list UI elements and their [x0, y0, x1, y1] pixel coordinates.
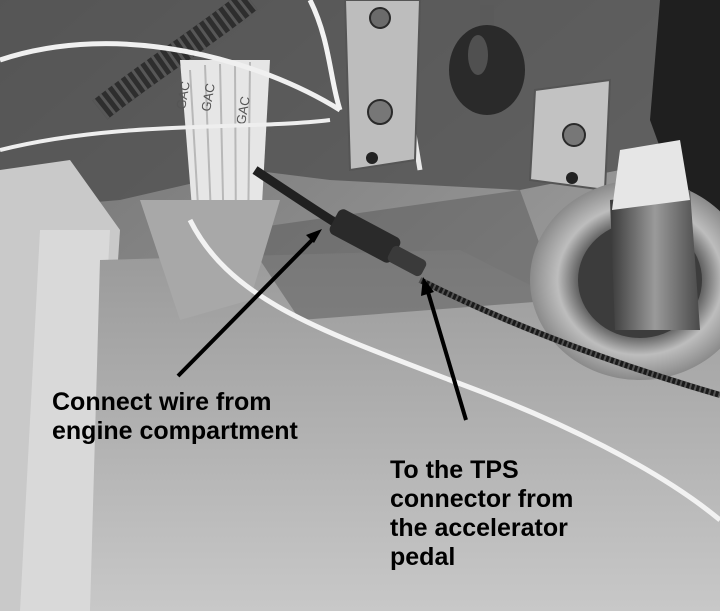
bundle-base: [140, 200, 280, 320]
arrow-engine-wire: [176, 229, 322, 378]
connector-boot: [387, 245, 427, 277]
sleeve-print-1: GAC: [173, 80, 193, 110]
rubber-mount: [449, 25, 525, 115]
callout-tps-line-3: the accelerator: [390, 514, 568, 542]
sleeve-print-3: GAC: [233, 95, 253, 125]
column-shaft-top: [612, 140, 690, 210]
thin-wire-3: [307, 0, 343, 111]
sleeve-print-2: GAC: [198, 82, 218, 112]
bolt-2: [367, 99, 393, 125]
callout-engine-wire-line-2: engine compartment: [52, 417, 298, 445]
bracket-left: [343, 0, 422, 172]
column-shaft: [610, 190, 700, 330]
callout-engine-wire: Connect wire from engine compartment: [52, 388, 382, 446]
steering-column: [650, 0, 720, 240]
sleeve-print-group: GAC GAC GAC: [173, 80, 253, 125]
callout-tps-line-2: connector from: [390, 485, 574, 513]
bolt-5: [566, 172, 578, 184]
callout-engine-wire-line-1: Connect wire from: [52, 388, 272, 416]
bolt-1: [369, 7, 391, 29]
callout-tps-connector: To the TPS connector from the accelerato…: [390, 456, 690, 572]
rubber-mount-highlight: [468, 35, 488, 75]
arrow-tps-connector: [421, 277, 468, 421]
left-trim-edge: [20, 230, 110, 611]
connector-housing: [329, 209, 401, 263]
thin-wire-2: [0, 118, 331, 152]
callout-tps-line-1: To the TPS: [390, 456, 519, 484]
bolt-4: [562, 123, 586, 147]
callout-tps-line-4: pedal: [390, 543, 456, 571]
floor-wire: [187, 218, 720, 522]
thin-wire-1: [0, 41, 342, 113]
tps-wire-braid: [418, 277, 720, 398]
corrugated-loom: [92, 0, 258, 120]
bolt-3: [366, 152, 378, 164]
